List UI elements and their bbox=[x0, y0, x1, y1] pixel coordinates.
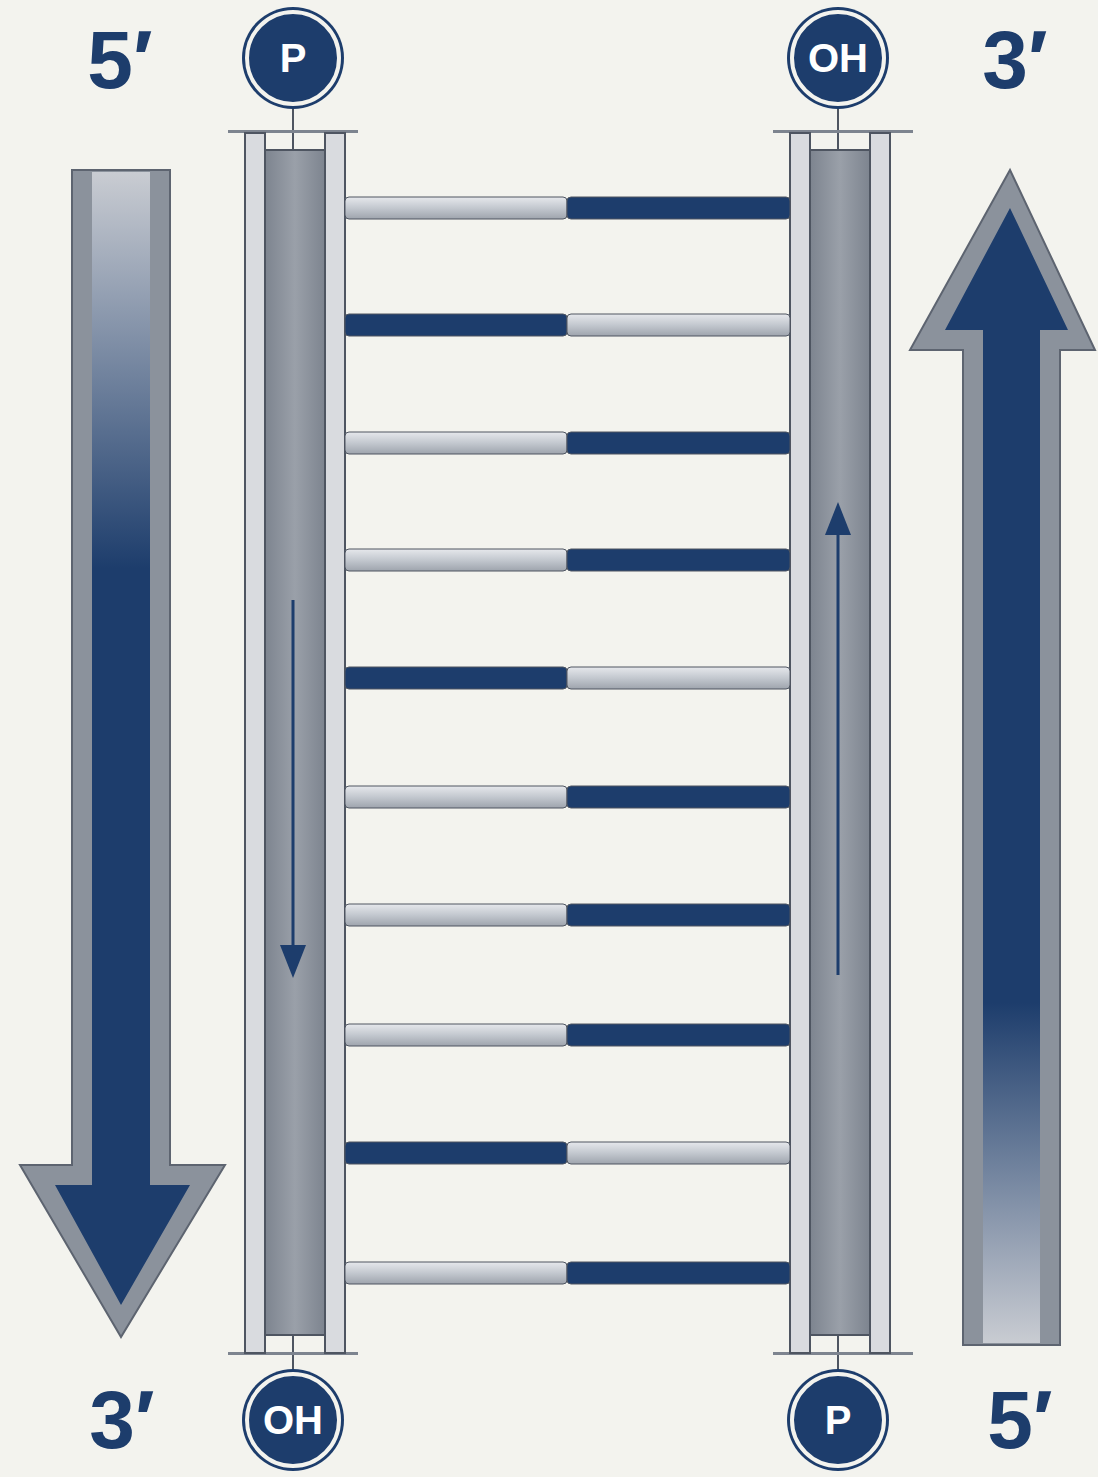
strand-end-label: 5′ bbox=[87, 19, 152, 101]
end-group-circle: OH bbox=[245, 1372, 341, 1468]
end-group-circle: P bbox=[790, 1372, 886, 1468]
strand-end-label: 5′ bbox=[987, 1379, 1052, 1461]
strand-end-label: 3′ bbox=[982, 19, 1047, 101]
backbone-rail bbox=[228, 130, 358, 1355]
end-group-text: OH bbox=[263, 1400, 323, 1440]
end-group-text: P bbox=[280, 38, 307, 78]
base-pair-rungs bbox=[345, 197, 790, 1284]
direction-arrow bbox=[20, 170, 225, 1337]
end-group-text: P bbox=[825, 1400, 852, 1440]
strand-end-label: 3′ bbox=[89, 1379, 154, 1461]
direction-arrow bbox=[910, 170, 1095, 1345]
end-group-circle: P bbox=[245, 10, 341, 106]
backbone-rail bbox=[773, 130, 913, 1355]
end-group-text: OH bbox=[808, 38, 868, 78]
end-group-circle: OH bbox=[790, 10, 886, 106]
